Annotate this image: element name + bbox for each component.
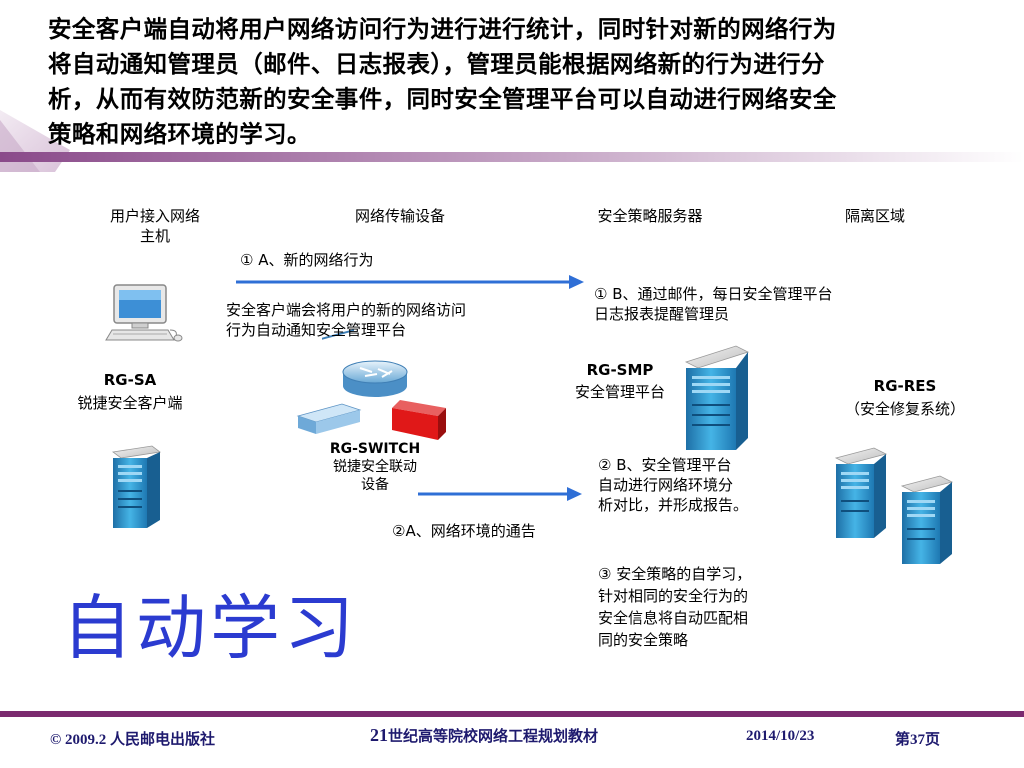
step-1a-description: 安全客户端会将用户的新的网络访问 行为自动通知安全管理平台 (226, 300, 556, 340)
step-2b-description: ② B、安全管理平台 自动进行网络环境分 析对比，并形成报告。 (598, 455, 818, 515)
rg-smp-server-icon (684, 345, 750, 450)
heading-line: 析，从而有效防范新的安全事件，同时安全管理平台可以自动进行网络安全 (48, 85, 837, 113)
arrow-2a (418, 487, 582, 501)
step-2b-line3: 析对比，并形成报告。 (598, 496, 749, 514)
rg-smp-name: RG-SMP (586, 361, 654, 379)
step-1a-label: ① A、新的网络行为 (240, 251, 374, 269)
footer-book-title: 21世纪高等院校网络工程规划教材 (370, 725, 598, 746)
step-1b-line1: ① B、通过邮件，每日安全管理平台 (594, 285, 833, 303)
heading-line: 策略和网络环境的学习。 (48, 120, 311, 148)
step-3-line3: 安全信息将自动匹配相 (598, 609, 749, 627)
switch-icon (296, 329, 362, 434)
rg-switch-label: RG-SWITCH 锐捷安全联动 设备 (300, 440, 450, 494)
rg-sa-name: RG-SA (103, 371, 157, 389)
footer-publisher: © 2009.2 人民邮电出版社 (50, 732, 215, 748)
rg-smp-description: 安全管理平台 (574, 383, 665, 401)
column-header-host-line1: 用户接入网络 (109, 207, 200, 225)
column-header-policy-server: 安全策略服务器 (597, 207, 703, 225)
footer-bar (0, 711, 1024, 717)
step-1a-desc-line1: 安全客户端会将用户的新的网络访问 (226, 301, 467, 319)
column-header-host: 用户接入网络 主机 (85, 206, 225, 246)
computer-icon (105, 284, 183, 342)
header-decoration (0, 110, 1024, 172)
step-2b-line2: 自动进行网络环境分 (598, 476, 734, 494)
step-1b-line2: 日志报表提醒管理员 (594, 305, 730, 323)
rg-switch-desc-line1: 锐捷安全联动 (333, 459, 417, 475)
step-2b-line1: ② B、安全管理平台 (598, 456, 732, 474)
big-title: 自动学习 (62, 587, 358, 669)
slide-heading: 安全客户端自动将用户网络访问行为进行进行统计，同时针对新的网络行为 将自动通知管… (48, 12, 998, 152)
footer-book-prefix: 21 (370, 725, 388, 745)
step-3-description: ③ 安全策略的自学习， 针对相同的安全行为的 安全信息将自动匹配相 同的安全策略 (598, 563, 818, 651)
footer-page-number: 第37页 (895, 732, 941, 748)
rg-res-description: （安全修复系统） (844, 400, 965, 418)
footer-date: 2014/10/23 (746, 728, 815, 744)
firewall-icon (392, 400, 446, 440)
heading-line: 安全客户端自动将用户网络访问行为进行进行统计，同时针对新的网络行为 (48, 15, 837, 43)
rg-sa-description: 锐捷安全客户端 (77, 394, 183, 412)
rg-res-server-icon-1 (834, 447, 888, 538)
arrow-1a (236, 275, 584, 289)
step-3-line1: ③ 安全策略的自学习， (598, 565, 752, 583)
column-header-host-line2: 主机 (139, 227, 170, 245)
column-header-isolation: 隔离区域 (844, 207, 905, 225)
rg-res-server-icon-2 (900, 475, 954, 564)
rg-switch-desc-line2: 设备 (361, 477, 389, 493)
step-3-line4: 同的安全策略 (598, 631, 689, 649)
step-1a-desc-line2: 行为自动通知安全管理平台 (226, 321, 407, 339)
step-1b-description: ① B、通过邮件，每日安全管理平台 日志报表提醒管理员 (594, 284, 924, 324)
column-header-transport: 网络传输设备 (354, 207, 445, 225)
step-3-line2: 针对相同的安全行为的 (598, 587, 749, 605)
footer-book-rest: 世纪高等院校网络工程规划教材 (388, 729, 599, 745)
heading-line: 将自动通知管理员（邮件、日志报表），管理员能根据网络新的行为进行分 (48, 50, 825, 78)
rg-sa-server-icon (111, 445, 162, 528)
step-2a-label: ②A、网络环境的通告 (392, 522, 536, 540)
router-icon (342, 360, 408, 397)
rg-switch-name: RG-SWITCH (329, 441, 421, 457)
rg-res-name: RG-RES (873, 377, 937, 395)
